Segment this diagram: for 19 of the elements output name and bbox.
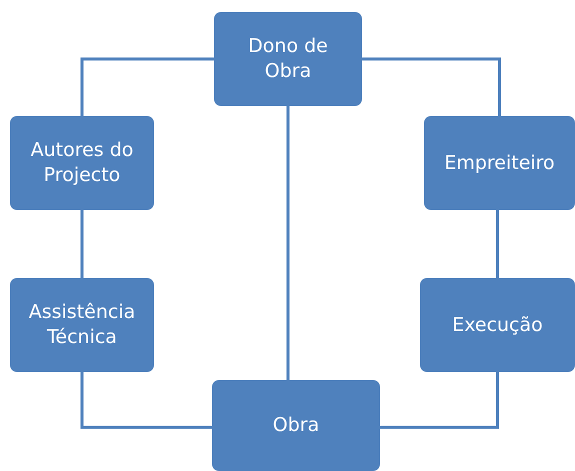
role-box — [214, 12, 362, 106]
role-label: Execução — [452, 312, 543, 338]
connector-line — [80, 372, 212, 429]
role-box — [10, 116, 154, 210]
role-box — [424, 116, 575, 210]
role-box — [420, 278, 575, 372]
role-box — [10, 278, 154, 372]
connector-line — [286, 106, 290, 380]
role-label: Empreiteiro — [444, 150, 555, 176]
connector-line — [380, 372, 499, 429]
connector-line — [80, 210, 84, 278]
role-label: Obra — [272, 413, 320, 438]
role-label: Dono de Obra — [247, 34, 329, 84]
connector-line — [496, 210, 499, 278]
role-label: Assistência Técnica — [28, 300, 136, 350]
connector-line — [362, 58, 501, 116]
role-box — [212, 380, 380, 471]
role-label: Autores do Projecto — [30, 138, 134, 188]
connector-line — [80, 58, 214, 116]
